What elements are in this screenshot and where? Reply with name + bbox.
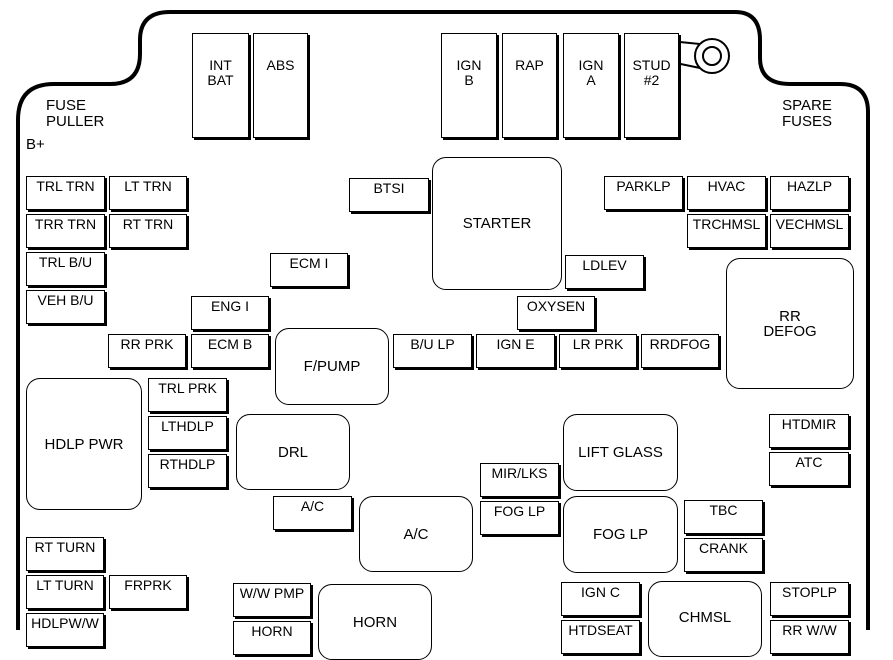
relay-ac: A/C	[359, 496, 473, 572]
fuse-oxysen: OXYSEN	[517, 296, 595, 330]
fuse-ecm-b: ECM B	[191, 334, 269, 368]
fuse-lr-prk: LR PRK	[559, 334, 637, 368]
fuse-frprk: FRPRK	[109, 575, 187, 609]
fuse-trl-bu: TRL B/U	[26, 252, 105, 286]
fuse-ign-b: IGN B	[441, 33, 497, 138]
fuse-ac: A/C	[273, 496, 352, 530]
fuse-ign-e: IGN E	[476, 334, 555, 368]
fuse-btsi: BTSI	[349, 178, 429, 212]
fuse-stoplp: STOPLP	[770, 582, 849, 616]
fuse-veh-bu: VEH B/U	[26, 290, 105, 324]
fuse-rr-ww: RR W/W	[770, 620, 849, 654]
fuse-puller-label: FUSE PULLER	[46, 97, 105, 130]
fuse-trchmsl: TRCHMSL	[687, 214, 766, 248]
fuse-htdseat: HTDSEAT	[561, 620, 640, 654]
fuse-tbc: TBC	[684, 500, 763, 534]
fuse-trl-prk: TRL PRK	[148, 378, 227, 412]
fuse-vechmsl: VECHMSL	[770, 214, 849, 248]
relay-hdlp-pwr: HDLP PWR	[26, 378, 142, 510]
fuse-rt-turn: RT TURN	[26, 537, 104, 571]
fuse-rthdlp: RTHDLP	[148, 454, 227, 488]
relay-fog-lp: FOG LP	[563, 496, 678, 573]
relay-lift-glass: LIFT GLASS	[563, 414, 678, 491]
fuse-atc: ATC	[769, 452, 849, 486]
fuse-ign-c: IGN C	[561, 582, 640, 616]
fuse-rrdfog: RRDFOG	[641, 334, 719, 368]
fuse-mir-lks: MIR/LKS	[480, 463, 559, 497]
fuse-crank: CRANK	[684, 538, 763, 572]
fuse-rt-trn: RT TRN	[109, 214, 187, 248]
fuse-bu-lp: B/U LP	[393, 334, 472, 368]
relay-chmsl: CHMSL	[648, 581, 762, 657]
relay-rr-defog: RR DEFOG	[726, 258, 854, 389]
fuse-horn: HORN	[233, 621, 311, 655]
fuse-ecm-1: ECM I	[270, 253, 348, 287]
fuse-trr-trn: TRR TRN	[26, 214, 105, 248]
fuse-htdmir: HTDMIR	[769, 414, 849, 448]
fuse-abs: ABS	[253, 33, 308, 138]
fuse-hdlpww: HDLPW/W	[26, 613, 104, 647]
fuse-ldlev: LDLEV	[565, 255, 644, 289]
spare-fuses-label: SPARE FUSES	[782, 97, 833, 130]
fuse-hazlp: HAZLP	[770, 176, 849, 210]
fuse-block-diagram: FUSE PULLER B+ SPARE FUSES INT BAT ABS I…	[16, 10, 870, 660]
fuse-trl-trn: TRL TRN	[26, 176, 105, 210]
relay-starter: STARTER	[432, 157, 562, 290]
fuse-fog-lp: FOG LP	[480, 501, 559, 535]
fuse-parklp: PARKLP	[604, 176, 683, 210]
fuse-hvac: HVAC	[687, 176, 766, 210]
b-plus-label: B+	[26, 136, 45, 153]
relay-f-pump: F/PUMP	[275, 328, 389, 405]
fuse-rap: RAP	[502, 33, 557, 138]
fuse-int-bat: INT BAT	[192, 33, 249, 138]
relay-drl: DRL	[236, 414, 350, 490]
fuse-ign-a: IGN A	[563, 33, 619, 138]
fuse-lt-trn: LT TRN	[109, 176, 187, 210]
fuse-eng-1: ENG I	[191, 296, 269, 330]
fuse-lt-turn: LT TURN	[26, 575, 104, 609]
fuse-rr-prk: RR PRK	[108, 334, 186, 368]
fuse-lthdlp: LTHDLP	[148, 416, 227, 450]
fuse-stud-2: STUD #2	[624, 33, 679, 138]
fuse-ww-pmp: W/W PMP	[233, 583, 311, 617]
relay-horn: HORN	[318, 584, 432, 660]
